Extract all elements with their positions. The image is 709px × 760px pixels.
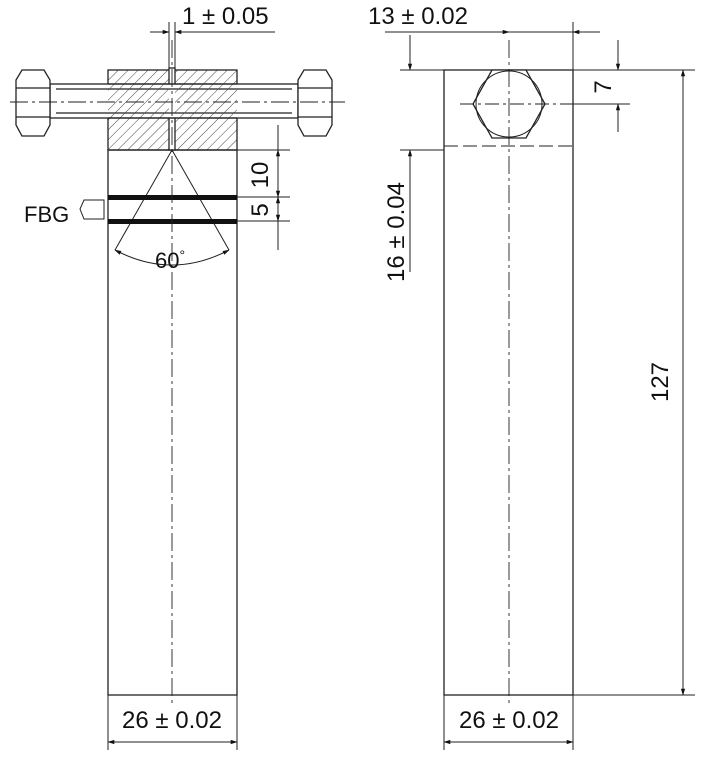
right-width-dim — [443, 695, 574, 750]
fbg-spacing-label: 5 — [247, 203, 274, 216]
left-view — [10, 22, 345, 750]
bolt-head-right — [297, 69, 333, 137]
right-specimen-body — [443, 69, 574, 696]
notch-width-label: 1 ± 0.05 — [182, 3, 269, 30]
left-width-dim — [107, 695, 238, 750]
fbg-sensors — [79, 195, 237, 224]
bolt-position-label: 13 ± 0.02 — [368, 3, 468, 30]
right-view — [385, 22, 695, 750]
bolt-shaft — [49, 83, 299, 119]
length-label: 127 — [647, 362, 674, 402]
head-height-label: 16 ± 0.04 — [383, 182, 410, 282]
right-width-label: 26 ± 0.02 — [459, 707, 559, 734]
notch-angle-label: 60° — [155, 247, 185, 273]
fbg-label: FBG — [24, 202, 69, 227]
notch-depth-dims — [237, 125, 290, 250]
left-specimen-body — [107, 149, 238, 696]
bolt-position-dim — [385, 22, 600, 70]
length-dim — [573, 69, 695, 696]
head-height-dim — [400, 35, 444, 272]
left-width-label: 26 ± 0.02 — [122, 707, 222, 734]
notch-width-dim — [150, 22, 275, 70]
bolt-head-left — [15, 69, 51, 137]
notch-depth-label: 10 — [247, 162, 274, 189]
bolt-offset-dim — [560, 40, 695, 132]
bolt-offset-label: 7 — [590, 80, 617, 93]
